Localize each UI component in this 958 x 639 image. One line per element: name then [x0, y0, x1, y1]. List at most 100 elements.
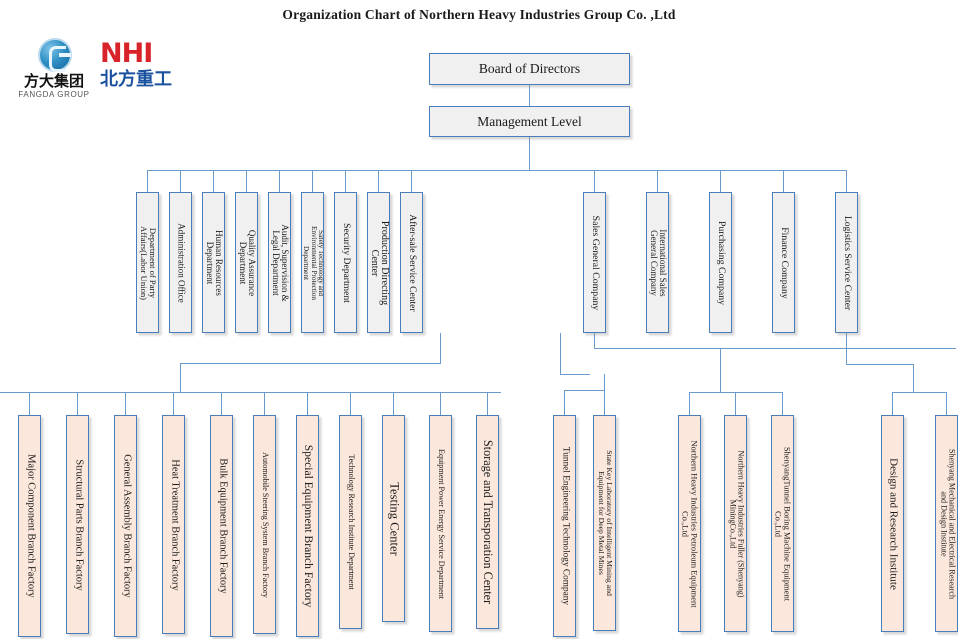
- company-label-finance: Finance Company: [778, 226, 790, 299]
- institute-box-design-and-research[interactable]: Design and Research Institute: [881, 415, 904, 632]
- management-level-box[interactable]: Management Level: [429, 106, 630, 137]
- unit-box-testing-center[interactable]: Testing Center: [382, 415, 405, 622]
- unit-box-general-assembly-branch-factory[interactable]: General Assembly Branch Factory: [114, 415, 137, 637]
- connector-management-trunk: [529, 137, 530, 170]
- unit-label-major-component-branch-factory: Major Component Branch Factory: [24, 454, 36, 598]
- connector-drop-dept-6: [312, 170, 313, 192]
- subsidiary-box-nhi-fuller-shenyang-mining[interactable]: Northern Heavy Industries Fuller (Shenya…: [724, 415, 747, 632]
- sales-unit-box-state-key-laboratory[interactable]: State Key Laboratory of Intelligent Mini…: [593, 415, 616, 631]
- unit-box-storage-and-transporation-center[interactable]: Storage and Transporation Center: [476, 415, 499, 629]
- connector-drop-sales-1: [564, 390, 565, 415]
- dept-label-after-sale-service-center: After-sale Service Center: [406, 213, 418, 312]
- connector-drop-unit-1: [29, 392, 30, 415]
- connector-drop-unit-7: [307, 392, 308, 415]
- connector-main-bus: [147, 170, 846, 171]
- nhi-logo-english: NHI: [100, 38, 153, 69]
- sales-unit-label-tunnel-engineering-technology-company: Tunnel Engineering Technology Company: [560, 446, 571, 606]
- unit-label-bulk-equipment-branch-factory: Bulk Equipment Branch Factory: [216, 458, 228, 594]
- dept-label-security: Security Department: [340, 222, 352, 303]
- unit-box-equipment-power-energy-service-department[interactable]: Equipment Power Energy Service Departmen…: [429, 415, 452, 632]
- connector-sales-down: [560, 333, 561, 374]
- connector-production-across: [180, 363, 441, 364]
- connector-drop-dept-7: [345, 170, 346, 192]
- dept-box-after-sale-service-center[interactable]: After-sale Service Center: [400, 192, 423, 333]
- subsidiary-box-nhi-petroleum-equipment[interactable]: Northern Heavy Industries Petroleum Equi…: [678, 415, 701, 632]
- connector-drop-dept-3: [213, 170, 214, 192]
- connector-drop-dept-2: [180, 170, 181, 192]
- institute-box-shenyang-mechanical-electrical[interactable]: Shenyang Mechanical and Electrical Resea…: [935, 415, 958, 632]
- company-label-sales-general: Sales General Company: [589, 215, 601, 310]
- connector-drop-dept-8: [378, 170, 379, 192]
- dept-box-audit-supervision-legal[interactable]: Audit, Supervision &Legal Department: [268, 192, 291, 333]
- sales-unit-label-state-key-laboratory: State Key Laboratory of Intelligent Mini…: [596, 450, 614, 596]
- connector-drop-sales-2: [604, 374, 605, 415]
- dept-box-security[interactable]: Security Department: [334, 192, 357, 333]
- unit-box-heat-treatment-branch-factory[interactable]: Heat Treatment Branch Factory: [162, 415, 185, 634]
- connector-production-to-bus: [180, 363, 181, 392]
- unit-label-testing-center: Testing Center: [386, 481, 401, 556]
- connector-drop-unit-9: [393, 392, 394, 415]
- unit-label-structural-parts-branch-factory: Structural Parts Branch Factory: [72, 458, 84, 591]
- fangda-logo-english: FANGDA GROUP: [18, 90, 90, 99]
- connector-logistics-down: [846, 333, 847, 364]
- connector-board-to-management: [529, 85, 530, 107]
- connector-drop-dept-4: [246, 170, 247, 192]
- unit-box-technology-research-institute-department[interactable]: Technology Research Institute Department: [339, 415, 362, 629]
- connector-production-down: [440, 333, 441, 363]
- subsidiary-label-nhi-fuller-shenyang-mining: Northern Heavy Industries Fuller (Shenya…: [727, 450, 745, 597]
- connector-institute-bus: [892, 392, 946, 393]
- institute-label-shenyang-mechanical-electrical: Shenyang Mechanical and Electrical Resea…: [938, 448, 956, 599]
- dept-label-audit-supervision-legal: Audit, Supervision &Legal Department: [270, 223, 290, 302]
- unit-box-major-component-branch-factory[interactable]: Major Component Branch Factory: [18, 415, 41, 637]
- unit-label-automobile-steering-branch-factory: Automobile Steering System Branch Factor…: [260, 451, 270, 598]
- company-box-purchasing[interactable]: Purchasing Company: [709, 192, 732, 333]
- nhi-logo: NHI 北方重工: [100, 40, 192, 96]
- board-of-directors-box[interactable]: Board of Directors: [429, 53, 630, 85]
- connector-production-unit-bus: [0, 392, 501, 393]
- company-box-finance[interactable]: Finance Company: [772, 192, 795, 333]
- unit-box-automobile-steering-branch-factory[interactable]: Automobile Steering System Branch Factor…: [253, 415, 276, 634]
- unit-label-equipment-power-energy-service-department: Equipment Power Energy Service Departmen…: [436, 448, 446, 599]
- connector-sales-unit-bus: [564, 390, 604, 391]
- nhi-logo-chinese: 北方重工: [100, 69, 172, 90]
- connector-drop-subsidiary-2: [735, 392, 736, 415]
- unit-box-bulk-equipment-branch-factory[interactable]: Bulk Equipment Branch Factory: [210, 415, 233, 637]
- fangda-logo-chinese: 方大集团: [23, 72, 84, 90]
- company-label-logistics-service-center: Logistics Service Center: [841, 215, 853, 310]
- connector-logistics-down-b: [913, 364, 914, 392]
- connector-drop-unit-5: [221, 392, 222, 415]
- company-box-logistics-service-center[interactable]: Logistics Service Center: [835, 192, 858, 333]
- connector-intl-across: [594, 348, 956, 349]
- connector-drop-dept-5: [279, 170, 280, 192]
- connector-sales-across: [560, 374, 590, 375]
- connector-drop-institute-2: [946, 392, 947, 415]
- unit-box-structural-parts-branch-factory[interactable]: Structural Parts Branch Factory: [66, 415, 89, 634]
- connector-drop-unit-11: [487, 392, 488, 415]
- connector-drop-company-3: [720, 170, 721, 192]
- connector-drop-unit-2: [77, 392, 78, 415]
- unit-label-general-assembly-branch-factory: General Assembly Branch Factory: [120, 454, 132, 598]
- page-title: Organization Chart of Northern Heavy Ind…: [282, 7, 676, 22]
- connector-drop-institute-1: [892, 392, 893, 415]
- dept-box-administration-office[interactable]: Administration Office: [169, 192, 192, 333]
- unit-box-special-equipment-branch-factory[interactable]: Special Equipment Branch Factory: [296, 415, 319, 637]
- connector-drop-dept-1: [147, 170, 148, 192]
- connector-intl-down-b: [720, 348, 721, 392]
- company-box-sales-general[interactable]: Sales General Company: [583, 192, 606, 333]
- sales-unit-box-tunnel-engineering-technology-company[interactable]: Tunnel Engineering Technology Company: [553, 415, 576, 637]
- connector-drop-dept-9: [411, 170, 412, 192]
- connector-drop-unit-4: [173, 392, 174, 415]
- connector-drop-subsidiary-3: [782, 392, 783, 415]
- connector-drop-company-4: [783, 170, 784, 192]
- connector-drop-company-1: [594, 170, 595, 192]
